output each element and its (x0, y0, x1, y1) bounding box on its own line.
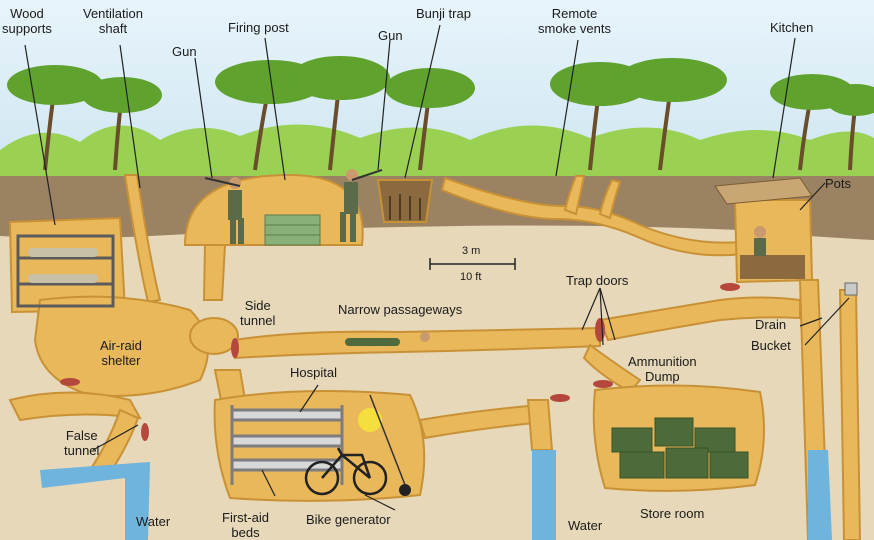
label-line: tunnel (64, 443, 100, 458)
label-line: First-aid (222, 510, 269, 525)
label-line: False (65, 428, 98, 443)
trap-door-marks (60, 283, 740, 441)
label-narrow-passageways: Narrow passageways (338, 302, 463, 317)
label-drain: Drain (755, 317, 787, 332)
label-firing-post: Firing post (228, 20, 289, 35)
store-room-crates (611, 417, 749, 479)
bunji-trap-spikes (389, 194, 421, 220)
label-bunji-trap: Bunji trap (416, 6, 471, 21)
label-water-left: Water (136, 514, 171, 529)
crawling-figure (345, 332, 430, 346)
label-hospital: Hospital (290, 365, 337, 380)
soldier-gunner-right (340, 169, 383, 242)
label-line: Ammunition (628, 354, 697, 369)
palm-fronds (7, 56, 874, 116)
bucket (844, 282, 858, 296)
label-kitchen: Kitchen (770, 20, 814, 35)
soldier-gunner-left (204, 177, 244, 244)
water (40, 450, 832, 540)
generator-unit (399, 484, 411, 496)
label-ventilation-shaft: Ventilation shaft (83, 6, 143, 36)
sleeping-figures (28, 248, 98, 283)
label-remote-smoke-vents: Remote smoke vents (538, 6, 611, 36)
label-line: shaft (98, 21, 128, 36)
label-line: smoke vents (538, 21, 611, 36)
label-first-aid-beds: First-aid beds (222, 510, 269, 540)
label-line: Side (244, 298, 271, 313)
label-trap-doors: Trap doors (566, 273, 629, 288)
label-scale-ft: 10 ft (460, 271, 482, 283)
ammo-crates-firing-post (264, 214, 321, 246)
hospital-bunks (230, 405, 344, 485)
label-bucket: Bucket (751, 338, 791, 353)
label-air-raid-shelter: Air-raid shelter (100, 338, 142, 368)
label-scale-m: 3 m (462, 245, 481, 257)
label-line: Ventilation (83, 6, 143, 21)
label-wood-supports: Wood supports (2, 6, 52, 36)
label-line: beds (231, 525, 260, 540)
jungle-undergrowth (0, 124, 874, 180)
label-gun-right: Gun (378, 28, 403, 43)
label-line: Remote (551, 6, 598, 21)
label-pots: Pots (825, 176, 852, 191)
label-gun-left: Gun (172, 44, 197, 59)
leader-lines (24, 24, 850, 511)
scale-bar (429, 258, 516, 270)
label-line: shelter (101, 353, 141, 368)
bicycle-generator (304, 447, 388, 496)
label-line: supports (2, 21, 52, 36)
label-side-tunnel: Side tunnel (240, 298, 275, 328)
label-line: Wood (10, 6, 44, 21)
hospital-light (358, 408, 382, 432)
label-line: Dump (644, 369, 680, 384)
label-ammunition-dump: Ammunition Dump (628, 354, 697, 384)
kitchen-hut (714, 177, 813, 279)
label-line: Air-raid (100, 338, 142, 353)
label-line: tunnel (240, 313, 276, 328)
label-water-mid: Water (568, 518, 603, 533)
label-false-tunnel: False tunnel (64, 428, 99, 458)
label-store-room: Store room (640, 506, 705, 521)
label-bike-generator: Bike generator (306, 512, 391, 527)
bunk-beds-left (16, 234, 115, 308)
